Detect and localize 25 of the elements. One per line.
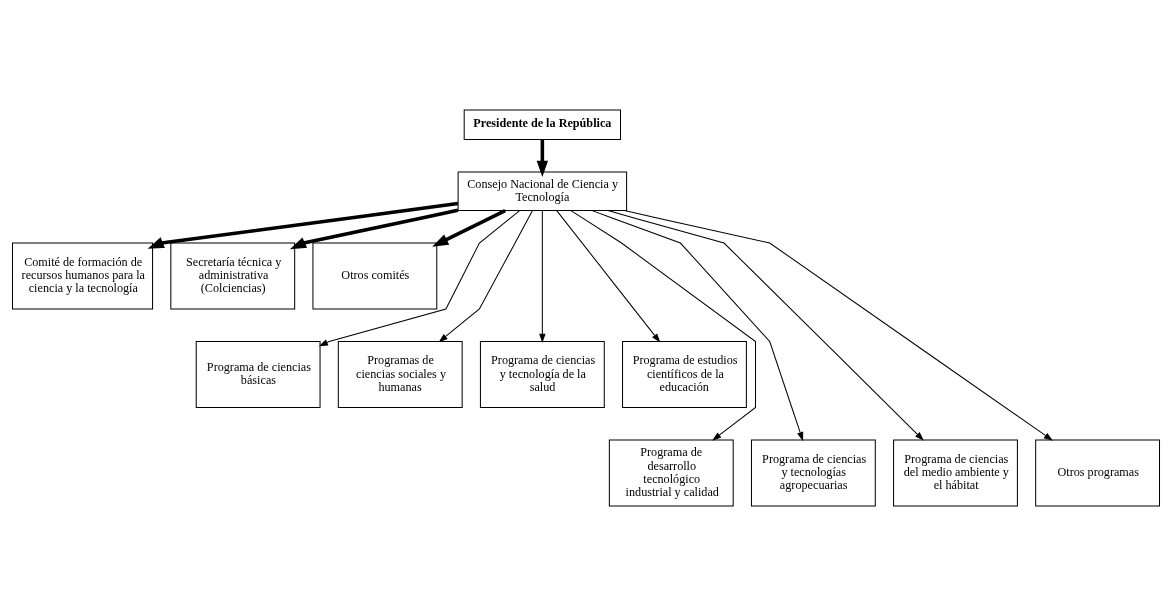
arrow bbox=[556, 210, 661, 343]
node-box: Programa de desarrollo tecnológico industrial y calidad bbox=[608, 439, 734, 507]
node-box: Programa de ciencias y tecnologías agropecuarias bbox=[750, 439, 876, 507]
arrow bbox=[147, 201, 459, 249]
node-box: Otros comités bbox=[312, 242, 438, 310]
arrow bbox=[432, 209, 506, 247]
arrow bbox=[539, 210, 546, 343]
arrow bbox=[438, 210, 533, 343]
arrow bbox=[318, 210, 521, 347]
node-box: Programa de ciencias del medio ambiente y el hábitat bbox=[893, 439, 1018, 507]
node-box: Programas de ciencias sociales y humanas bbox=[337, 341, 463, 408]
node-box: Programa de ciencias básicas bbox=[195, 341, 321, 408]
arrow bbox=[536, 139, 549, 177]
node-box: Programa de estudios científicos de la educación bbox=[622, 341, 747, 408]
arrow bbox=[607, 210, 924, 441]
node-box: Presidente de la República bbox=[463, 109, 621, 140]
node-box: Programa de ciencias y tecnología de la salud bbox=[479, 341, 605, 408]
node-box: Otros programas bbox=[1035, 439, 1161, 507]
arrow bbox=[591, 210, 804, 442]
node-box: Consejo Nacional de Ciencia y Tecnología bbox=[457, 171, 628, 212]
node-box: Secretaría técnica y administrativa (Colciencias) bbox=[170, 242, 296, 310]
arrow bbox=[289, 208, 459, 250]
node-box: Comité de formación de recursos humanos para la ciencia y la tecnología bbox=[11, 242, 154, 310]
arrow bbox=[623, 210, 1053, 441]
arrow bbox=[570, 210, 757, 441]
